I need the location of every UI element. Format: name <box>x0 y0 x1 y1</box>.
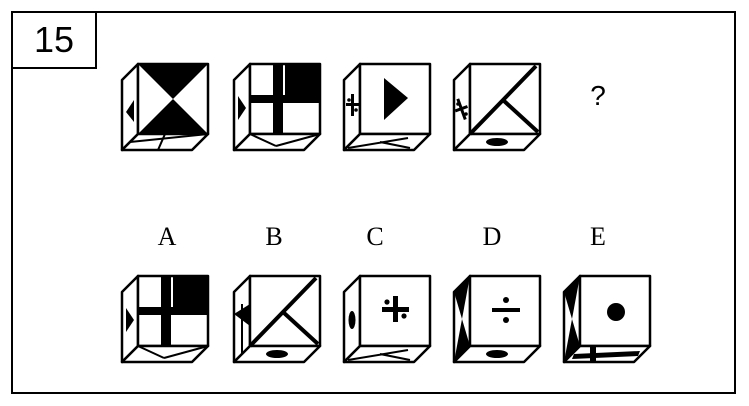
sequence-cube-3 <box>342 62 432 152</box>
question-number: 15 <box>11 11 97 69</box>
option-label-b: B <box>265 222 283 251</box>
sequence-cube-2 <box>232 62 322 152</box>
option-label-a: A <box>157 222 177 251</box>
puzzle-frame <box>11 11 736 394</box>
option-label-c: C <box>366 222 384 251</box>
missing-cube-question-mark: ? <box>590 80 606 111</box>
option-cube-b[interactable] <box>230 274 326 366</box>
option-cube-e[interactable] <box>560 274 656 366</box>
option-cube-a[interactable] <box>118 274 214 366</box>
option-label-e: E <box>590 222 606 251</box>
sequence-cube-4 <box>452 62 542 152</box>
option-cube-d[interactable] <box>450 274 546 366</box>
option-cube-c[interactable] <box>340 274 436 366</box>
option-label-d: D <box>482 222 502 251</box>
sequence-cube-1 <box>120 62 210 152</box>
